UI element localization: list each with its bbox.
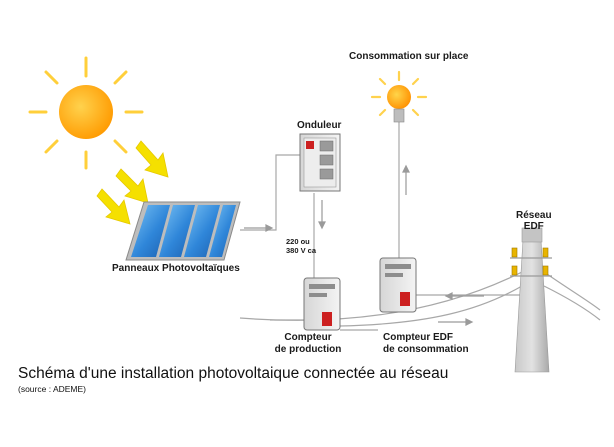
consumption-meter-label: Compteur EDF de consommation xyxy=(383,332,469,356)
sunlight-arrow xyxy=(96,188,131,225)
solar-cell xyxy=(209,205,236,257)
sunlight-arrows xyxy=(96,140,169,225)
inverter-label: Onduleur xyxy=(297,120,342,131)
consumption-meter-indicator xyxy=(400,292,410,306)
consumption-meter xyxy=(379,257,417,313)
inverter-box xyxy=(299,133,341,192)
inverter-indicator xyxy=(306,141,314,149)
consumption-on-site-label: Consommation sur place xyxy=(349,51,469,62)
flow-arrow-head xyxy=(465,318,474,326)
production-meter xyxy=(303,277,341,331)
flow-arrow-head xyxy=(444,292,453,300)
production-meter-label-line2: de production xyxy=(274,344,342,355)
wiring xyxy=(239,122,601,331)
flow-arrow-head xyxy=(265,224,274,232)
panels-label: Panneaux Photovoltaïques xyxy=(112,263,240,274)
caption-title: Schéma d'une installation photovoltaique… xyxy=(18,365,449,382)
utility-pole xyxy=(510,227,552,373)
voltage-label: 220 ou 380 V ca xyxy=(286,237,316,255)
solar-cell xyxy=(184,205,220,257)
voltage-label-line2: 380 V ca xyxy=(286,246,317,255)
grid-label: Réseau EDF xyxy=(516,210,552,232)
production-meter-indicator xyxy=(322,312,332,326)
consumption-meter-label-line1: Compteur EDF xyxy=(383,332,453,343)
grid-label-line2: EDF xyxy=(523,221,544,232)
flow-arrows xyxy=(244,164,484,326)
production-meter-label: Compteur de production xyxy=(268,332,348,356)
solar-cell xyxy=(159,205,195,257)
sun-icon xyxy=(28,56,144,170)
light-bulb-icon xyxy=(370,70,428,123)
sunlight-arrow xyxy=(115,168,149,204)
flow-arrow-head xyxy=(402,164,410,173)
grid-label-line1: Réseau xyxy=(516,210,552,221)
flow-arrow-head xyxy=(318,221,326,230)
sunlight-arrow xyxy=(135,140,169,178)
solar-panel xyxy=(125,201,241,261)
insulator-icon xyxy=(511,247,549,276)
consumption-meter-label-line2: de consommation xyxy=(383,344,469,355)
production-meter-label-line1: Compteur xyxy=(284,332,332,343)
voltage-label-line1: 220 ou xyxy=(286,237,310,246)
caption-source: (source : ADEME) xyxy=(18,384,87,394)
solar-cell xyxy=(131,205,170,257)
